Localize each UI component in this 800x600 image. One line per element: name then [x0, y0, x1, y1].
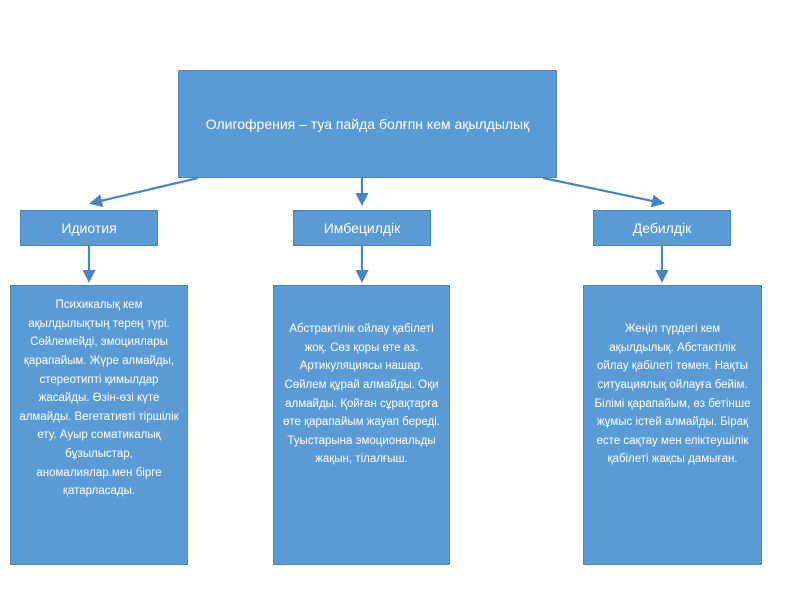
branch-node-debildik: Дебилдік: [593, 210, 731, 246]
branch-node-imbecildik: Имбецилдік: [293, 210, 431, 246]
description-node-imbecildik: Абстрактілік ойлау қабілеті жоқ. Сөз қор…: [273, 285, 450, 565]
branch-node-idiotia: Идиотия: [20, 210, 158, 246]
description-node-debildik: Жеңіл түрдегі кем ақылдылық. Абстактілік…: [583, 285, 762, 565]
description-node-debildik-text: Жеңіл түрдегі кем ақылдылық. Абстактілік…: [594, 323, 751, 466]
branch-node-idiotia-label: Идиотия: [61, 220, 117, 236]
branch-node-debildik-label: Дебилдік: [632, 220, 692, 236]
description-node-imbecildik-text: Абстрактілік ойлау қабілеті жоқ. Сөз қор…: [282, 323, 440, 466]
connector-root-to-idiotia: [89, 176, 199, 208]
branch-node-imbecildik-label: Имбецилдік: [323, 220, 401, 236]
root-node-label: Олигофрения – туа пайда болғпн кем ақылд…: [205, 115, 530, 132]
connector-root-to-debildik: [542, 176, 666, 208]
description-node-idiotia: Психикалық кем ақылдылықтың терең түрі. …: [10, 285, 188, 565]
root-node: Олигофрения – туа пайда болғпн кем ақылд…: [178, 70, 557, 178]
description-node-idiotia-text: Психикалық кем ақылдылықтың терең түрі. …: [19, 299, 179, 498]
